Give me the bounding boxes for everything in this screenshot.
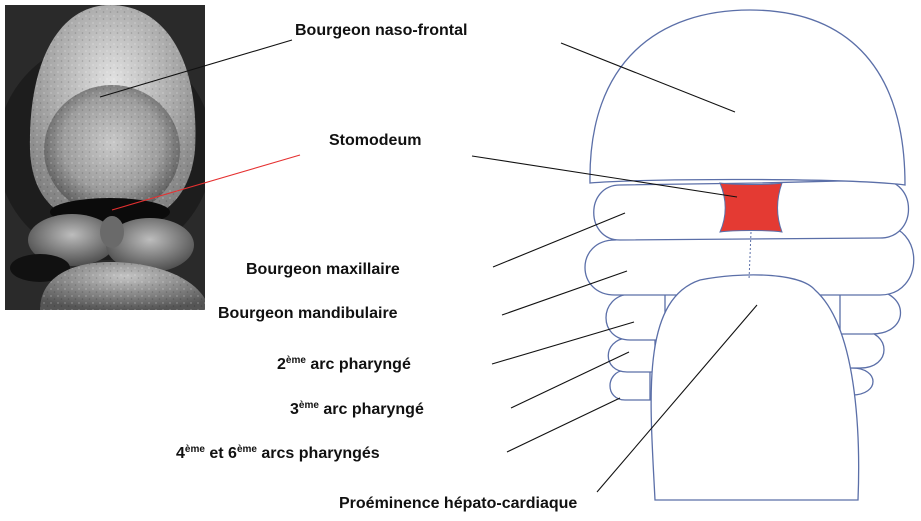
photo-surface-texture <box>30 5 196 225</box>
naso-frontal-bud <box>590 10 905 185</box>
label-naso-frontal: Bourgeon naso-frontal <box>295 23 467 39</box>
label-maxillary: Bourgeon maxillaire <box>246 262 400 278</box>
leader-arc-4-6 <box>507 398 620 452</box>
arc-4-6-text: arcs pharyngés <box>257 445 380 462</box>
arc-4-number: 4 <box>176 445 185 462</box>
label-arc-4-6: 4ème et 6ème arcs pharyngés <box>176 445 380 462</box>
label-hepato-cardiac: Proéminence hépato-cardiaque <box>339 496 577 512</box>
arc-2-number: 2 <box>277 356 286 373</box>
embryo-drawing <box>585 10 914 500</box>
label-stomodeum: Stomodeum <box>329 133 421 149</box>
arc-3-text: arc pharyngé <box>319 401 424 418</box>
hepato-cardiac-prominence <box>651 275 859 500</box>
arc-3-superscript: ème <box>299 400 319 411</box>
embryo-photo <box>0 5 213 310</box>
arc-3-number: 3 <box>290 401 299 418</box>
photo-midline <box>100 216 124 248</box>
left-arc-4-6 <box>610 370 650 400</box>
stomodeum-region <box>720 183 782 232</box>
arc-6-superscript: ème <box>237 444 257 455</box>
right-arc-2 <box>840 290 901 334</box>
arc-4-6-connector: et 6 <box>205 445 237 462</box>
arc-2-superscript: ème <box>286 355 306 366</box>
left-arc-2 <box>606 294 665 340</box>
label-arc-3: 3ème arc pharyngé <box>290 401 424 418</box>
left-arc-3 <box>608 338 655 372</box>
arc-2-text: arc pharyngé <box>306 356 411 373</box>
label-mandibular: Bourgeon mandibulaire <box>218 306 398 322</box>
label-arc-2: 2ème arc pharyngé <box>277 356 411 373</box>
arc-4-superscript: ème <box>185 444 205 455</box>
